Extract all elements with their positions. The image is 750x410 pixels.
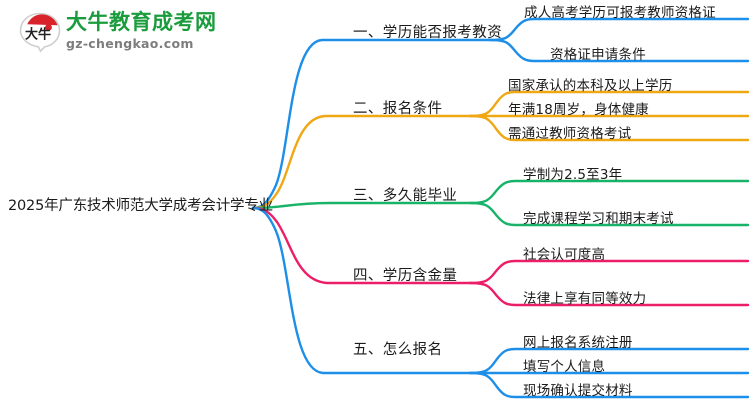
leaf-label-3-2[interactable]: 完成课程学习和期末考试 (523, 211, 674, 227)
leaf-label-4-2[interactable]: 法律上享有同等效力 (523, 291, 647, 307)
logo-text-block: 大牛教育成考网 gz-chengkao.com (66, 10, 217, 52)
root-node-label[interactable]: 2025年广东技术师范大学成考会计学专业 (8, 198, 273, 214)
connector-branch-2-child-3 (468, 114, 750, 142)
leaf-label-3-1[interactable]: 学制为2.5至3年 (523, 167, 623, 183)
connector-root-branch-2 (251, 114, 472, 210)
connector-root-branch-1 (251, 38, 492, 210)
connector-branch-1-child-2 (488, 38, 750, 63)
leaf-label-5-2[interactable]: 填写个人信息 (523, 359, 606, 375)
leaf-label-4-1[interactable]: 社会认可度高 (523, 247, 606, 263)
connector-root-branch-5 (251, 206, 472, 375)
branch-label-4[interactable]: 四、学历含金量 (353, 268, 458, 284)
connector-branch-5-child-3 (468, 371, 750, 399)
connector-root-branch-3 (251, 201, 472, 210)
leaf-label-2-3[interactable]: 需通过教师资格考试 (508, 126, 632, 142)
connector-branch-1-child-1 (488, 17, 750, 42)
connector-branch-4-child-1 (468, 259, 750, 285)
daniu-logo-icon: 大牛 (19, 12, 61, 53)
logo-title: 大牛教育成考网 (66, 10, 217, 34)
branch-label-2[interactable]: 二、报名条件 (353, 101, 443, 117)
leaf-label-5-3[interactable]: 现场确认提交材料 (523, 383, 633, 399)
branch-label-1[interactable]: 一、学历能否报考教资 (353, 25, 502, 41)
leaf-label-2-2[interactable]: 年满18周岁，身体健康 (508, 102, 649, 118)
leaf-label-2-1[interactable]: 国家承认的本科及以上学历 (508, 78, 673, 94)
leaf-label-1-2[interactable]: 资格证申请条件 (550, 47, 646, 63)
branch-label-3[interactable]: 三、多久能毕业 (353, 188, 458, 204)
connector-branch-4-child-2 (468, 281, 750, 307)
branch-label-5[interactable]: 五、怎么报名 (353, 342, 443, 358)
connector-branch-3-child-2 (468, 201, 750, 227)
leaf-label-1-1[interactable]: 成人高考学历可报考教师资格证 (524, 5, 716, 21)
svg-text:大牛: 大牛 (25, 27, 51, 43)
leaf-label-5-1[interactable]: 网上报名系统注册 (523, 335, 633, 351)
logo-subtitle: gz-chengkao.com (66, 36, 194, 51)
connector-branch-3-child-1 (468, 179, 750, 205)
connector-branch-5-child-1 (468, 347, 750, 375)
site-logo[interactable]: 大牛 大牛教育成考网 gz-chengkao.com (18, 10, 218, 56)
